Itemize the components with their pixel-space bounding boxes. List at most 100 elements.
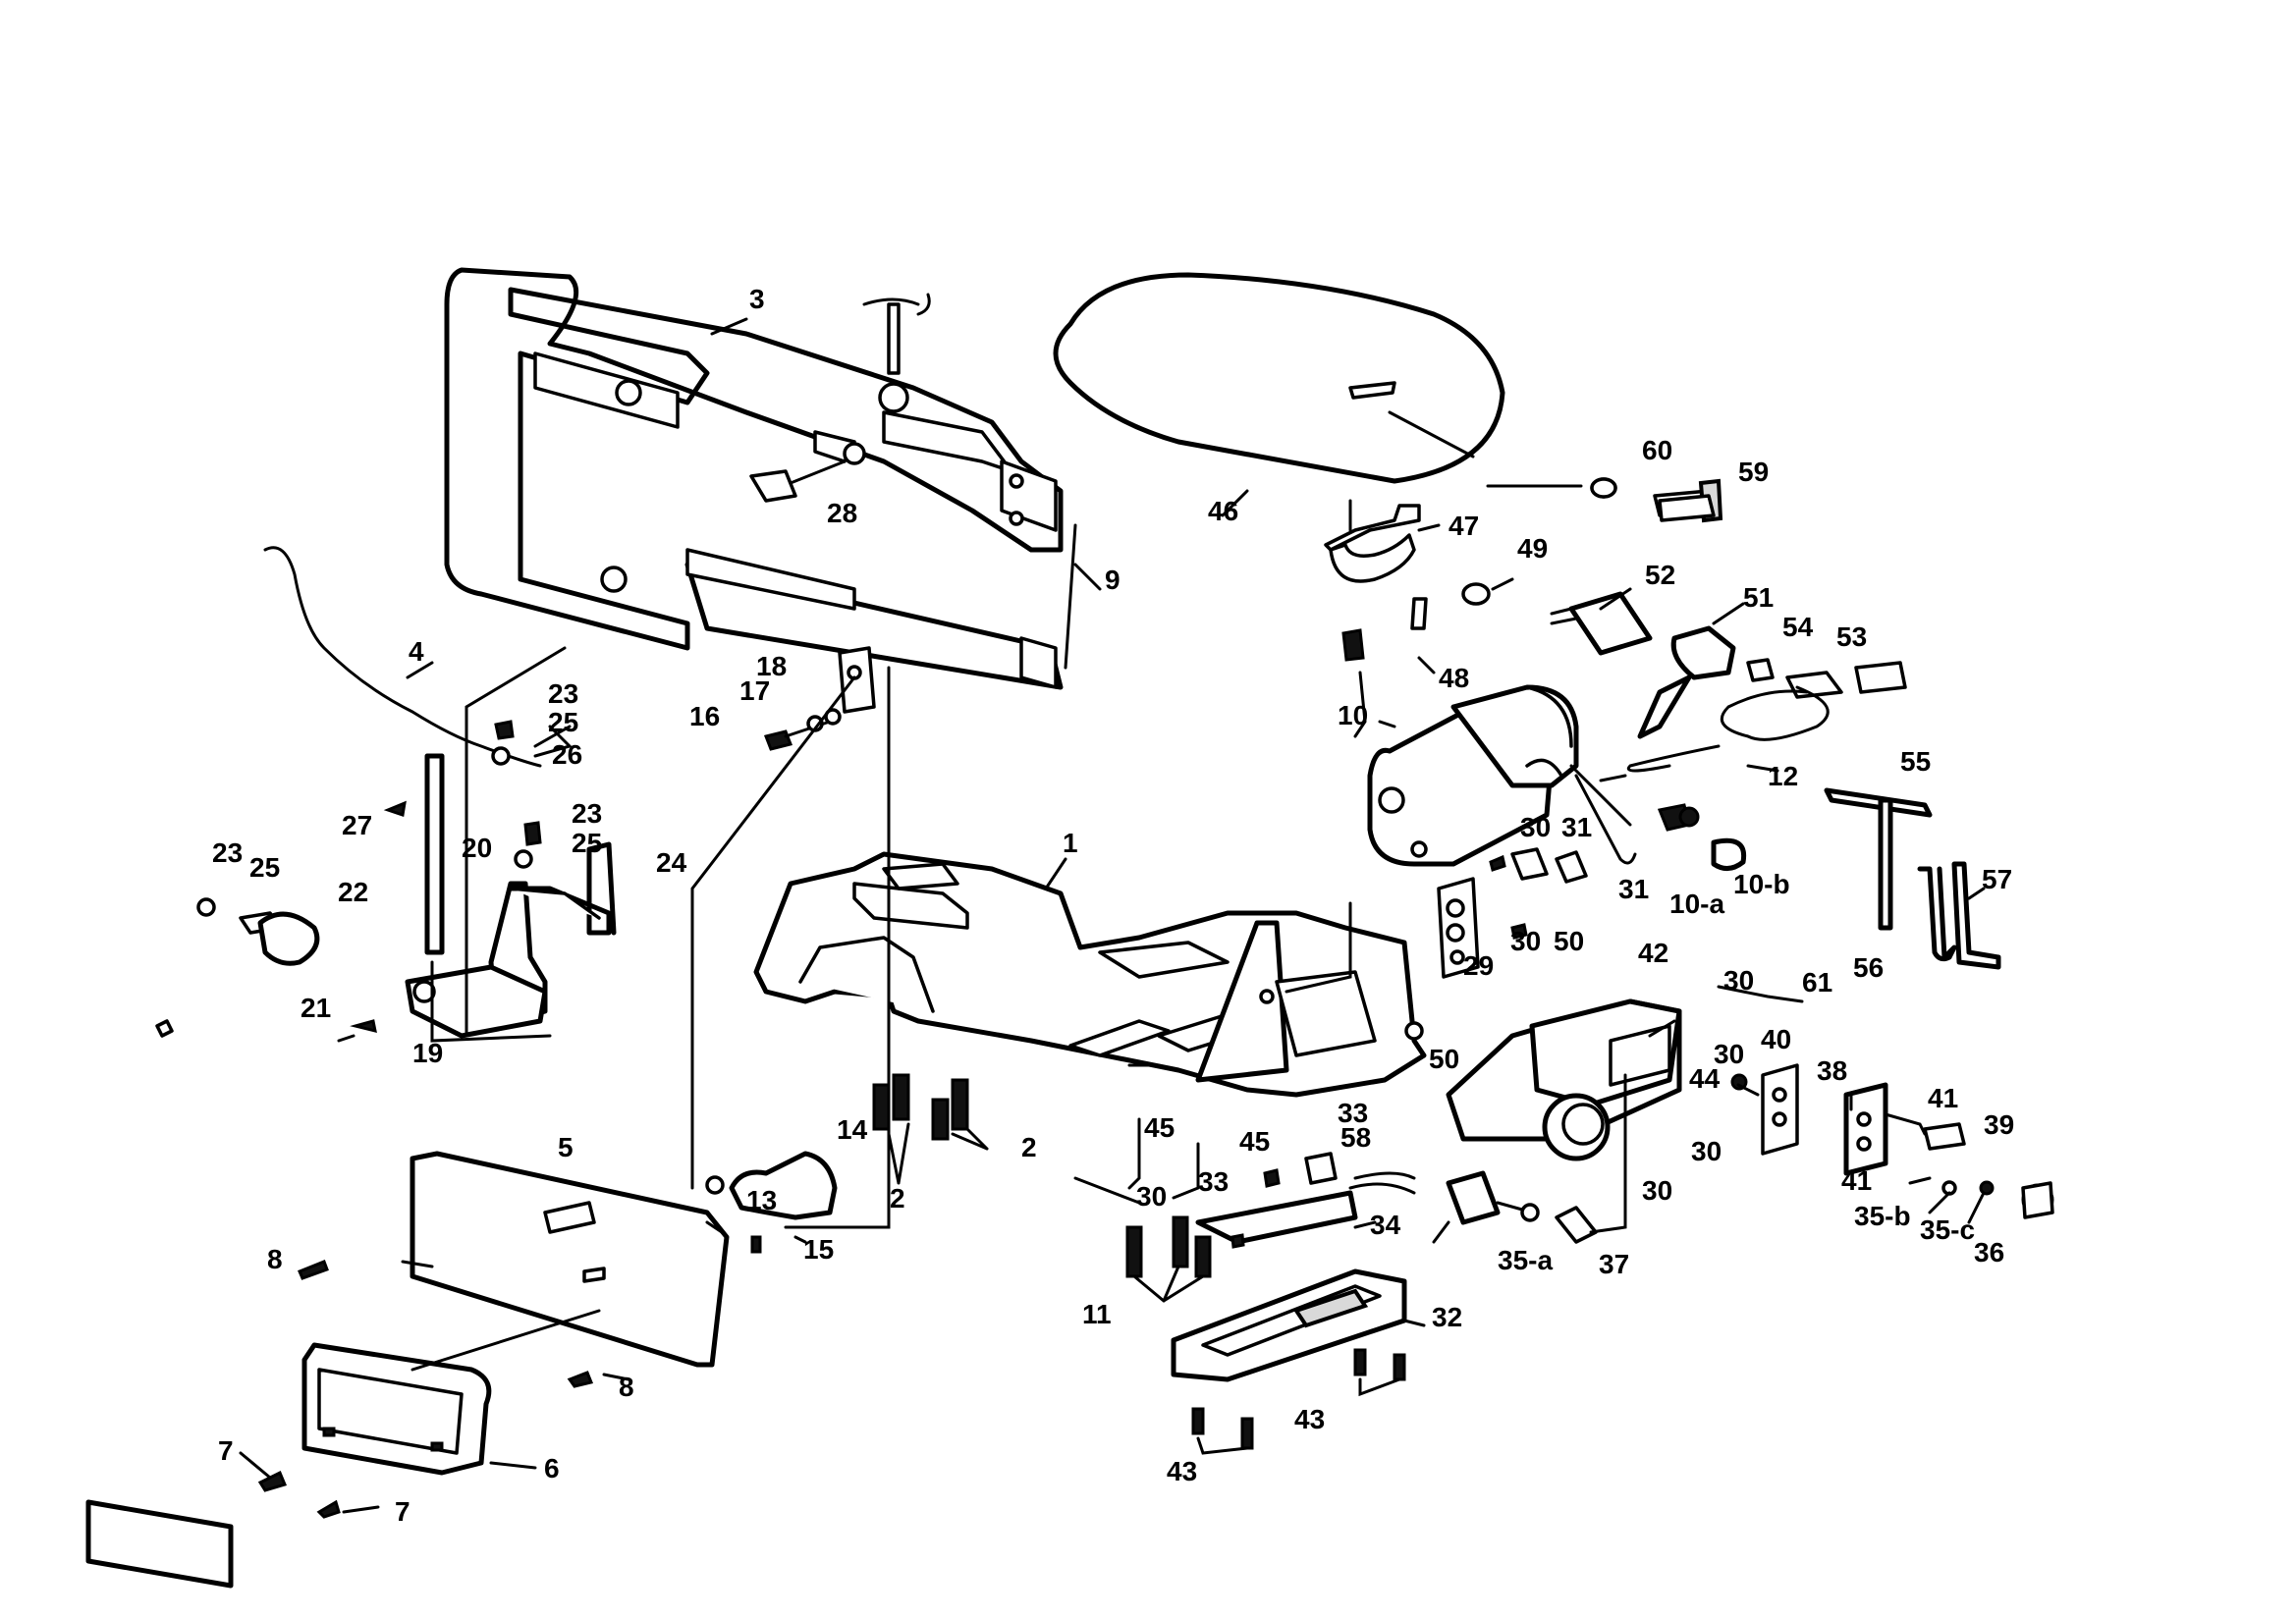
callout-11: 11 — [1082, 1299, 1112, 1329]
bottom-plate — [1171, 1268, 1407, 1382]
callout-29: 29 — [1463, 950, 1494, 981]
upper-arm-assembly — [444, 267, 1064, 690]
callout-30: 30 — [1714, 1039, 1744, 1069]
callout-3: 3 — [749, 284, 765, 314]
callout-7: 7 — [395, 1496, 410, 1527]
callout-35-b: 35-b — [1854, 1201, 1911, 1231]
table-slot — [1348, 381, 1396, 400]
callout-13: 13 — [746, 1185, 777, 1215]
callout-25: 25 — [249, 852, 280, 883]
callout-30: 30 — [1691, 1136, 1722, 1166]
switch-35a — [1446, 1170, 1598, 1244]
callout-31: 31 — [1561, 812, 1592, 842]
hold-down-assembly — [155, 546, 617, 1039]
callout-40: 40 — [1761, 1024, 1791, 1054]
leader-lines — [239, 317, 1986, 1514]
switch-box — [1446, 998, 1682, 1161]
callout-23: 23 — [212, 837, 243, 868]
callout-48: 48 — [1439, 663, 1469, 693]
callout-41: 41 — [1928, 1083, 1958, 1113]
tension-knob — [705, 1151, 838, 1254]
screws-7-8 — [257, 1260, 594, 1519]
callout-49: 49 — [1517, 533, 1548, 564]
callout-43: 43 — [1294, 1404, 1325, 1434]
callout-50: 50 — [1429, 1044, 1459, 1074]
callout-23: 23 — [572, 798, 602, 829]
callout-53: 53 — [1836, 621, 1867, 652]
callout-25: 25 — [548, 707, 578, 737]
callout-30: 30 — [1136, 1181, 1167, 1212]
callout-27: 27 — [342, 810, 372, 840]
callout-54: 54 — [1782, 612, 1814, 642]
callout-60: 60 — [1642, 435, 1672, 465]
callout-47: 47 — [1449, 511, 1479, 541]
callout-6: 6 — [544, 1453, 560, 1483]
callout-56: 56 — [1853, 952, 1884, 983]
callout-33: 33 — [1338, 1098, 1368, 1128]
callout-4: 4 — [409, 636, 424, 667]
cover-6 — [301, 1342, 492, 1476]
callout-2: 2 — [1021, 1132, 1037, 1162]
callout-9: 9 — [1105, 565, 1121, 595]
callout-1: 1 — [1063, 828, 1078, 858]
callout-34: 34 — [1370, 1210, 1401, 1240]
callout-10-a: 10-a — [1669, 889, 1724, 919]
callout-8: 8 — [619, 1372, 634, 1402]
callout-41: 41 — [1841, 1165, 1872, 1196]
callout-37: 37 — [1599, 1249, 1629, 1279]
callout-51: 51 — [1743, 582, 1774, 613]
callout-19: 19 — [412, 1038, 443, 1068]
callout-21: 21 — [301, 993, 331, 1023]
callout-15: 15 — [803, 1234, 834, 1265]
saw-table — [1053, 272, 1505, 484]
callout-30: 30 — [1510, 926, 1541, 956]
callout-45: 45 — [1144, 1112, 1175, 1143]
callout-30: 30 — [1723, 965, 1754, 996]
callout-42: 42 — [1638, 938, 1668, 968]
table-lock-bolt — [1590, 477, 1716, 522]
callout-32: 32 — [1432, 1302, 1462, 1332]
callout-52: 52 — [1645, 560, 1675, 590]
callout-16: 16 — [689, 701, 720, 731]
callout-43: 43 — [1167, 1456, 1197, 1486]
tools — [1824, 787, 2001, 970]
callout-38: 38 — [1817, 1055, 1847, 1086]
callout-36: 36 — [1974, 1237, 2004, 1267]
saw-blade — [1064, 523, 1077, 670]
callout-25: 25 — [572, 828, 602, 858]
callout-31: 31 — [1618, 874, 1649, 904]
motor — [1367, 684, 1747, 871]
callout-2: 2 — [890, 1183, 905, 1214]
part-16-17-18-hardware — [763, 646, 876, 751]
callout-10: 10 — [1338, 700, 1368, 730]
callout-30: 30 — [1520, 812, 1551, 842]
callout-24: 24 — [656, 847, 687, 878]
callout-5: 5 — [558, 1132, 574, 1162]
callout-39: 39 — [1984, 1109, 2014, 1140]
callout-17: 17 — [739, 675, 770, 706]
callout-33: 33 — [1198, 1166, 1229, 1197]
callout-50: 50 — [1554, 926, 1584, 956]
part-43-screws — [1191, 1348, 1406, 1455]
callout-30: 30 — [1642, 1175, 1672, 1206]
callout-45: 45 — [1239, 1126, 1270, 1157]
switch-plates — [1730, 1063, 2054, 1219]
callout-58: 58 — [1340, 1122, 1371, 1153]
blade-holder-pin — [862, 293, 931, 413]
label-plate — [85, 1499, 234, 1589]
callout-14: 14 — [837, 1114, 868, 1145]
callout-8: 8 — [267, 1244, 283, 1274]
callout-26: 26 — [552, 739, 582, 770]
callout-20: 20 — [462, 833, 492, 863]
callout-12: 12 — [1768, 761, 1798, 791]
part-28-bolt — [749, 442, 866, 503]
circuit-board — [1195, 1152, 1416, 1249]
callout-22: 22 — [338, 877, 368, 907]
saw-base — [753, 851, 1427, 1098]
callout-7: 7 — [218, 1435, 234, 1466]
callout-35-a: 35-a — [1498, 1245, 1553, 1275]
callout-35-c: 35-c — [1920, 1214, 1975, 1245]
callout-labels: 1 2 2 3 4 5 6 7 7 8 8 9 10 10-a 10-b 11 … — [212, 284, 2014, 1527]
